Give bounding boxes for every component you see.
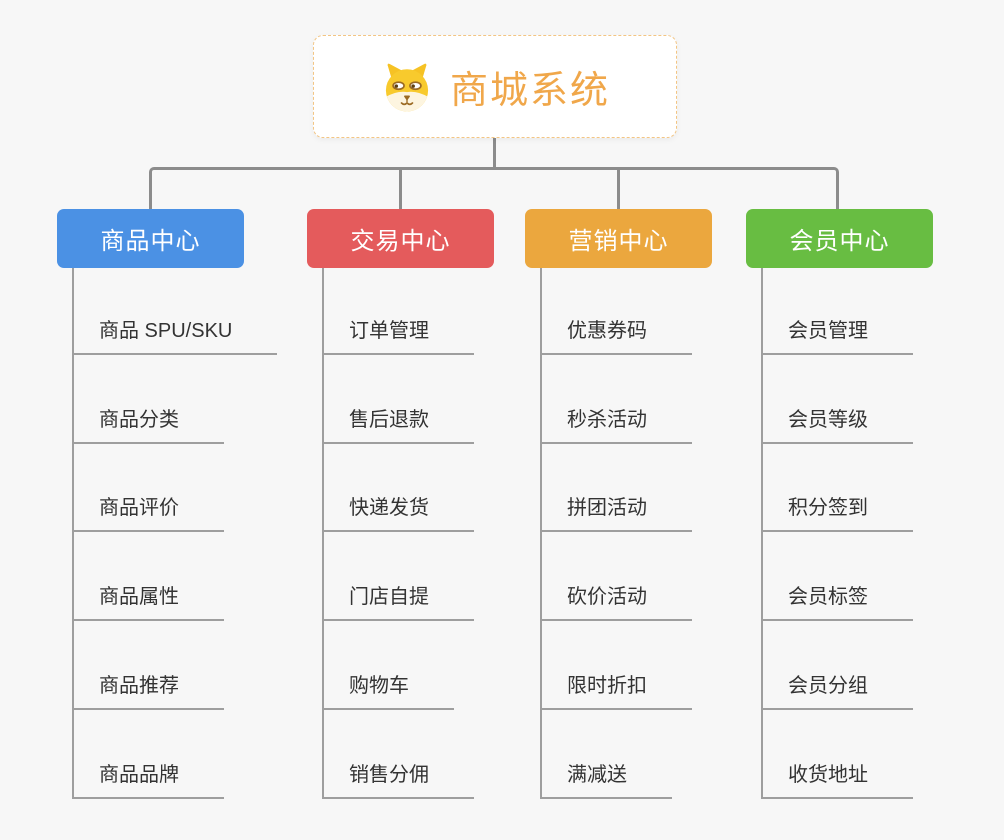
leaf-node[interactable]: 订单管理 <box>322 317 474 355</box>
leaf-node[interactable]: 售后退款 <box>322 406 474 444</box>
branch-trunk-line <box>540 268 542 799</box>
branch-node-marketing-center[interactable]: 营销中心 <box>525 209 712 268</box>
branch-label: 交易中心 <box>350 228 451 255</box>
branch-bus-line <box>149 167 839 209</box>
leaf-node[interactable]: 购物车 <box>322 672 454 710</box>
branch-drop-line-2 <box>399 168 402 209</box>
leaf-node[interactable]: 优惠券码 <box>540 317 692 355</box>
branch-trunk-line <box>322 268 324 799</box>
leaf-node[interactable]: 砍价活动 <box>540 583 692 621</box>
leaf-node[interactable]: 满减送 <box>540 761 672 799</box>
branch-label: 营销中心 <box>568 228 669 255</box>
leaf-node[interactable]: 商品推荐 <box>72 672 224 710</box>
leaf-node[interactable]: 快递发货 <box>322 494 474 532</box>
root-node[interactable]: 商城系统 <box>313 35 677 138</box>
leaf-node[interactable]: 会员分组 <box>761 672 913 710</box>
leaf-node[interactable]: 销售分佣 <box>322 761 474 799</box>
leaf-node[interactable]: 秒杀活动 <box>540 406 692 444</box>
branch-label: 商品中心 <box>100 228 201 255</box>
leaf-node[interactable]: 门店自提 <box>322 583 474 621</box>
leaf-node[interactable]: 商品 SPU/SKU <box>72 317 278 355</box>
leaf-node[interactable]: 会员标签 <box>761 583 913 621</box>
branch-label: 会员中心 <box>789 228 890 255</box>
branch-node-product-center[interactable]: 商品中心 <box>57 209 244 268</box>
branch-trunk-line <box>72 268 74 799</box>
root-title: 商城系统 <box>449 70 610 112</box>
leaf-node[interactable]: 拼团活动 <box>540 494 692 532</box>
branch-drop-line-3 <box>617 168 620 209</box>
dog-face-icon <box>380 59 434 115</box>
leaf-node[interactable]: 商品分类 <box>72 406 224 444</box>
leaf-node[interactable]: 积分签到 <box>761 494 913 532</box>
branch-node-trade-center[interactable]: 交易中心 <box>307 209 494 268</box>
leaf-node[interactable]: 会员等级 <box>761 406 913 444</box>
leaf-node[interactable]: 会员管理 <box>761 317 913 355</box>
leaf-node[interactable]: 限时折扣 <box>540 672 692 710</box>
leaf-node[interactable]: 收货地址 <box>761 761 913 799</box>
branch-node-member-center[interactable]: 会员中心 <box>746 209 933 268</box>
leaf-node[interactable]: 商品品牌 <box>72 761 224 799</box>
leaf-node[interactable]: 商品属性 <box>72 583 224 621</box>
branch-trunk-line <box>761 268 763 799</box>
root-connector-line <box>493 138 496 170</box>
leaf-node[interactable]: 商品评价 <box>72 494 224 532</box>
